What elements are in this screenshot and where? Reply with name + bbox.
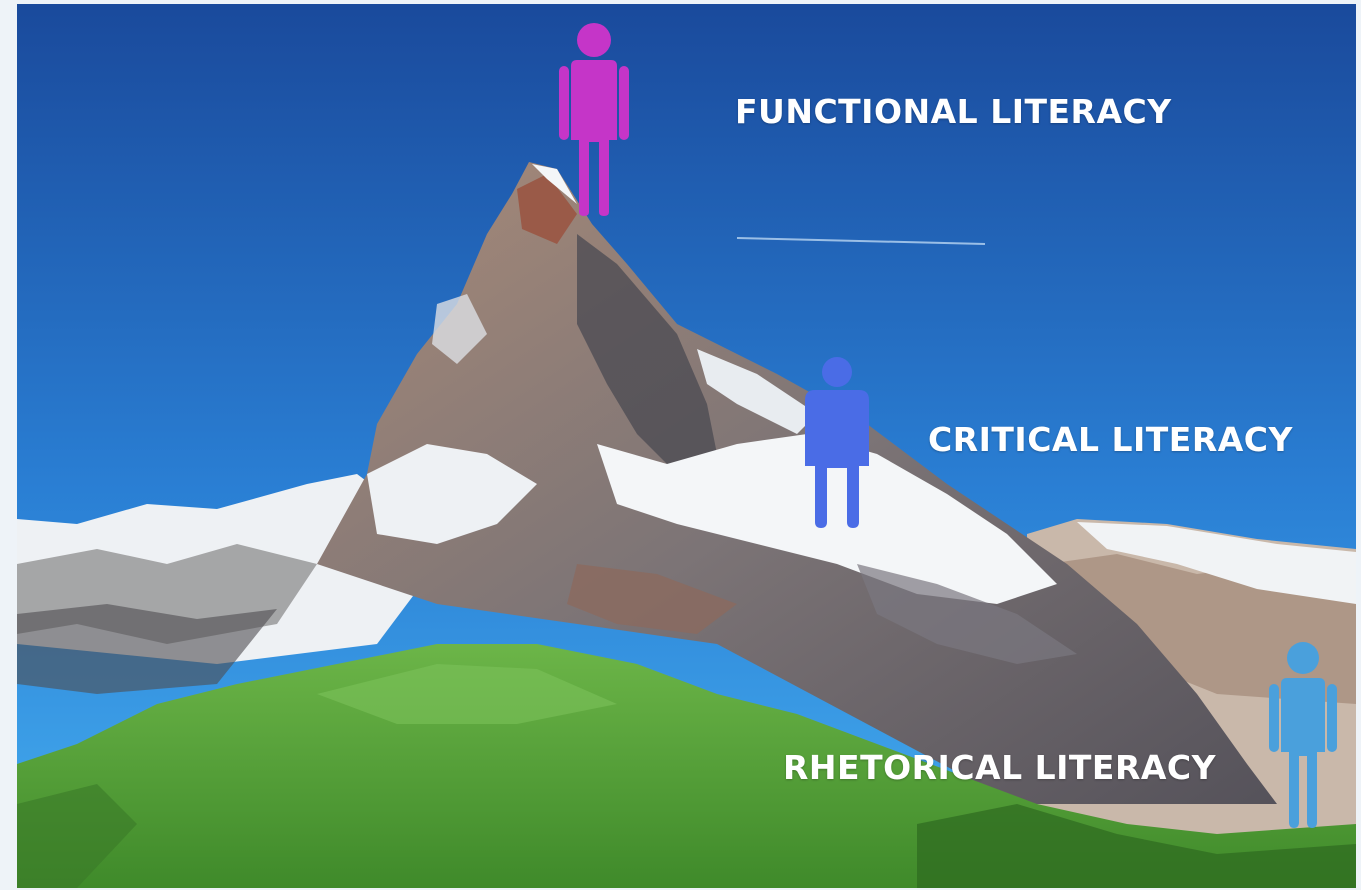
person-icon bbox=[1269, 642, 1337, 828]
person-icon bbox=[805, 357, 869, 528]
person-icon bbox=[559, 23, 629, 216]
functional-literacy-label: FUNCTIONAL LITERACY bbox=[735, 92, 1172, 131]
image-frame: FUNCTIONAL LITERACY CRITICAL LITERACY RH… bbox=[17, 4, 1356, 888]
rhetorical-literacy-label: RHETORICAL LITERACY bbox=[783, 748, 1217, 787]
critical-literacy-label: CRITICAL LITERACY bbox=[928, 420, 1293, 459]
contrail bbox=[736, 237, 986, 245]
mountain-scene bbox=[17, 4, 1356, 888]
